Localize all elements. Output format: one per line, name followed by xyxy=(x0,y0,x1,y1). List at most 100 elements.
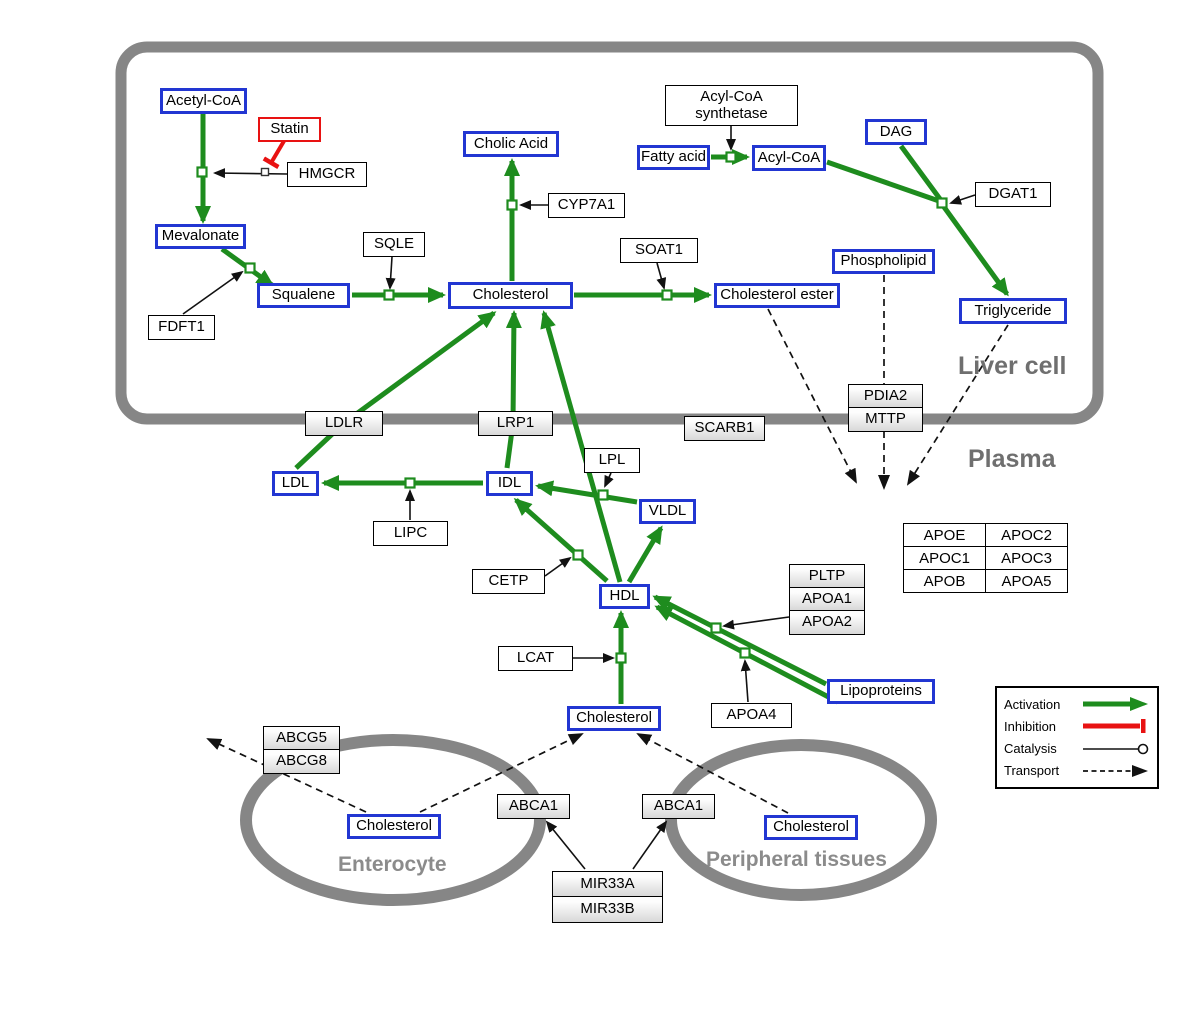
node-cholesterol-enterocyte[interactable]: Cholesterol xyxy=(347,814,441,839)
plasma-label: Plasma xyxy=(968,445,1056,473)
node-hmgcr[interactable]: HMGCR xyxy=(287,162,367,187)
node-hdl[interactable]: HDL xyxy=(599,584,650,609)
edge-hdl-to-idl xyxy=(513,498,609,583)
node-lpl[interactable]: LPL xyxy=(584,448,640,473)
legend-row-catalysis: Catalysis xyxy=(1004,740,1150,758)
node-lrp1[interactable]: LRP1 xyxy=(478,411,553,436)
edge-soat1-catalysis xyxy=(656,262,667,290)
node-ldl[interactable]: LDL xyxy=(272,471,319,496)
node-lcat[interactable]: LCAT xyxy=(498,646,573,671)
node-abca1-right[interactable]: ABCA1 xyxy=(642,794,715,819)
node-mevalonate[interactable]: Mevalonate xyxy=(155,224,246,249)
apo-cell-apoc2[interactable]: APOC2 xyxy=(986,524,1068,547)
node-fdft1[interactable]: FDFT1 xyxy=(148,315,215,340)
edge-cholesterol-ester-secretion xyxy=(767,308,857,484)
reaction-node-0 xyxy=(196,166,208,178)
node-mir33a[interactable]: MIR33A xyxy=(552,871,663,897)
edge-fdft1-catalysis xyxy=(182,270,244,315)
node-mir33b[interactable]: MIR33B xyxy=(552,896,663,923)
node-lipc[interactable]: LIPC xyxy=(373,521,448,546)
edge-acyl-coa-to-dgat1-node xyxy=(826,159,940,204)
node-abcg5[interactable]: ABCG5 xyxy=(263,726,340,750)
node-scarb1[interactable]: SCARB1 xyxy=(684,416,765,441)
reaction-node-2 xyxy=(383,289,395,301)
node-cholesterol-ester[interactable]: Cholesterol ester xyxy=(714,283,840,308)
node-apoa2[interactable]: APOA2 xyxy=(789,610,865,635)
legend-label-activation: Activation xyxy=(1004,696,1061,712)
node-sqle[interactable]: SQLE xyxy=(363,232,425,257)
edge-apoa4-catalysis xyxy=(740,659,751,703)
node-cholic-acid[interactable]: Cholic Acid xyxy=(463,131,559,157)
node-acetyl-coa[interactable]: Acetyl-CoA xyxy=(160,88,247,114)
reaction-node-4 xyxy=(661,289,673,301)
edge-dag-to-dgat1-node xyxy=(898,144,943,201)
node-abcg8[interactable]: ABCG8 xyxy=(263,749,340,774)
node-lipoproteins[interactable]: Lipoproteins xyxy=(827,679,935,704)
node-vldl[interactable]: VLDL xyxy=(639,499,696,524)
node-cetp[interactable]: CETP xyxy=(472,569,545,594)
reaction-node-6 xyxy=(936,197,948,209)
reaction-node-12 xyxy=(739,647,751,659)
enterocyte-membrane xyxy=(240,734,546,906)
node-phospholipid[interactable]: Phospholipid xyxy=(832,249,935,274)
peripheral-tissues-label: Peripheral tissues xyxy=(706,848,887,871)
apo-cell-apoa5[interactable]: APOA5 xyxy=(986,570,1068,593)
edge-vldl-to-idl xyxy=(535,480,638,505)
reaction-node-9 xyxy=(572,549,584,561)
node-cholesterol-liver[interactable]: Cholesterol xyxy=(448,282,573,309)
peripheral-tissues-membrane xyxy=(665,739,937,901)
legend-label-transport: Transport xyxy=(1004,763,1060,779)
node-triglyceride[interactable]: Triglyceride xyxy=(959,298,1067,324)
node-apoa1[interactable]: APOA1 xyxy=(789,587,865,611)
node-idl[interactable]: IDL xyxy=(486,471,533,496)
edge-ldl-via-ldlr-to-cholesterol xyxy=(294,310,497,470)
node-acyl-coa-synthetase[interactable]: Acyl-CoA synthetase xyxy=(665,85,798,126)
node-dag[interactable]: DAG xyxy=(865,119,927,145)
edge-statin-inhibition xyxy=(262,139,286,170)
activation-arrow-icon xyxy=(1083,697,1148,712)
port-node-13 xyxy=(260,167,270,177)
node-fatty-acid[interactable]: Fatty acid xyxy=(637,145,710,170)
edge-cetp-catalysis xyxy=(544,556,572,577)
reaction-node-8 xyxy=(597,489,609,501)
catalysis-line-icon xyxy=(1083,743,1149,754)
node-pltp[interactable]: PLTP xyxy=(789,564,865,588)
apo-cell-apob[interactable]: APOB xyxy=(904,570,986,593)
edge-sqle-catalysis xyxy=(385,256,396,290)
node-cyp7a1[interactable]: CYP7A1 xyxy=(548,193,625,218)
node-cholesterol-plasma[interactable]: Cholesterol xyxy=(567,706,661,731)
node-soat1[interactable]: SOAT1 xyxy=(620,238,698,263)
edge-hdl-to-cholesterol xyxy=(540,310,623,583)
node-abca1-left[interactable]: ABCA1 xyxy=(497,794,570,819)
edge-dgat1-node-to-triglyceride xyxy=(941,205,1010,297)
edge-mir33-to-abca1-left xyxy=(545,820,586,870)
node-ldlr[interactable]: LDLR xyxy=(305,411,383,436)
node-apoa4[interactable]: APOA4 xyxy=(711,703,792,728)
legend: Activation Inhibition Catalysis Transpor… xyxy=(995,686,1159,789)
transport-arrow-icon xyxy=(1083,764,1148,777)
node-mttp[interactable]: MTTP xyxy=(848,407,923,432)
node-acyl-coa[interactable]: Acyl-CoA xyxy=(752,145,826,171)
node-statin[interactable]: Statin xyxy=(258,117,321,142)
edge-lpl-catalysis xyxy=(604,472,614,488)
legend-row-inhibition: Inhibition xyxy=(1004,717,1150,735)
edge-triglyceride-secretion xyxy=(906,324,1009,486)
edge-hdl-to-vldl xyxy=(626,525,664,584)
inhibition-tee-icon xyxy=(1083,719,1146,734)
enterocyte-label: Enterocyte xyxy=(338,853,447,876)
edge-abcg-efflux xyxy=(206,738,367,813)
reaction-node-3 xyxy=(506,199,518,211)
apo-cell-apoc3[interactable]: APOC3 xyxy=(986,547,1068,570)
apo-cell-apoe[interactable]: APOE xyxy=(904,524,986,547)
apo-cell-apoc1[interactable]: APOC1 xyxy=(904,547,986,570)
node-cholesterol-peripheral[interactable]: Cholesterol xyxy=(764,815,858,840)
reaction-node-10 xyxy=(615,652,627,664)
node-dgat1[interactable]: DGAT1 xyxy=(975,182,1051,207)
node-squalene[interactable]: Squalene xyxy=(257,283,350,308)
node-pdia2[interactable]: PDIA2 xyxy=(848,384,923,408)
reaction-node-7 xyxy=(404,477,416,489)
reaction-node-11 xyxy=(710,622,722,634)
liver-cell-membrane xyxy=(115,41,1104,425)
